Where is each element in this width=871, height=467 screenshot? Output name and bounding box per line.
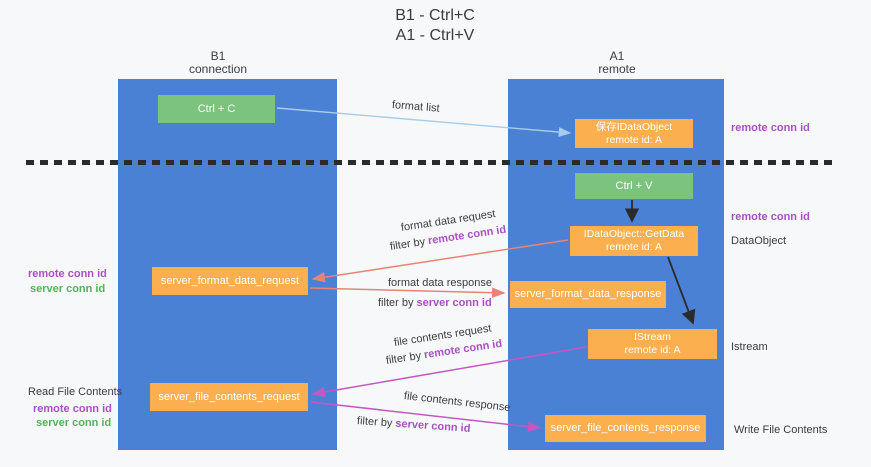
filter-by-text: filter by	[356, 415, 393, 430]
server-file-contents-response-box: server_file_contents_response	[545, 415, 706, 442]
remote-conn-id-label-right-2: remote conn id	[731, 211, 810, 223]
write-file-contents-label: Write File Contents	[734, 424, 828, 436]
title-line-2: A1 - Ctrl+V	[395, 27, 475, 44]
ctrl-c-label: Ctrl + C	[197, 102, 236, 115]
lane-a1-name: A1	[609, 49, 625, 63]
getdata-line2: remote id: A	[605, 241, 663, 253]
istream-label: Istream	[731, 341, 768, 353]
remote-conn-id-label-left-2: remote conn id	[33, 403, 112, 415]
lane-b1-name: B1	[210, 49, 226, 63]
server-conn-id-label-left-1: server conn id	[30, 283, 106, 295]
save-idataobject-box: 保存IDataObject remote id: A	[575, 119, 693, 148]
ctrl-v-label: Ctrl + V	[615, 179, 653, 192]
save-idataobject-line2: remote id: A	[605, 133, 663, 146]
read-file-contents-label: Read File Contents	[28, 386, 123, 398]
ctrl-v-box: Ctrl + V	[575, 173, 693, 199]
remote-conn-id-label-left-1: remote conn id	[28, 268, 107, 280]
dataobject-label: DataObject	[731, 235, 787, 247]
getdata-box: IDataObject::GetData remote id: A	[570, 226, 698, 256]
server-file-contents-request-box: server_file_contents_request	[150, 383, 308, 411]
istream-box: IStream remote id: A	[588, 329, 717, 359]
server-file-contents-response-label: server_file_contents_response	[550, 422, 701, 434]
ctrl-c-box: Ctrl + C	[158, 95, 275, 123]
format-data-response-label: format data response	[388, 277, 492, 289]
page-title: B1 - Ctrl+C A1 - Ctrl+V	[335, 6, 535, 46]
server-format-data-response-box: server_format_data_response	[510, 281, 666, 308]
lane-header-a1: A1 remote	[557, 50, 677, 76]
server-format-data-request-box: server_format_data_request	[152, 267, 308, 295]
lane-a1-role: remote	[598, 62, 636, 76]
filter-by-text: filter by	[378, 297, 414, 309]
separator-dashed-line	[26, 160, 832, 165]
title-line-1: B1 - Ctrl+C	[395, 7, 475, 24]
getdata-line1: IDataObject::GetData	[583, 228, 685, 240]
filter-by-text: filter by	[389, 235, 426, 253]
server-conn-id-text: server conn id	[394, 417, 471, 435]
filter-by-text: filter by	[385, 349, 422, 367]
server-format-data-request-label: server_format_data_request	[160, 274, 300, 287]
save-idataobject-line1: 保存IDataObject	[595, 120, 673, 133]
lane-b1-role: connection	[188, 62, 248, 76]
lane-header-b1: B1 connection	[158, 50, 278, 76]
server-conn-id-text: server conn id	[416, 297, 492, 309]
server-format-data-response-label: server_format_data_response	[514, 288, 662, 300]
server-conn-id-label-left-2: server conn id	[36, 417, 112, 429]
istream-line2: remote id: A	[624, 344, 681, 356]
remote-conn-id-label-right-1: remote conn id	[731, 122, 810, 134]
file-contents-response-label: file contents response	[403, 390, 512, 415]
server-file-contents-request-label: server_file_contents_request	[158, 390, 300, 403]
istream-line1: IStream	[634, 331, 671, 343]
format-list-label: format list	[391, 99, 441, 115]
